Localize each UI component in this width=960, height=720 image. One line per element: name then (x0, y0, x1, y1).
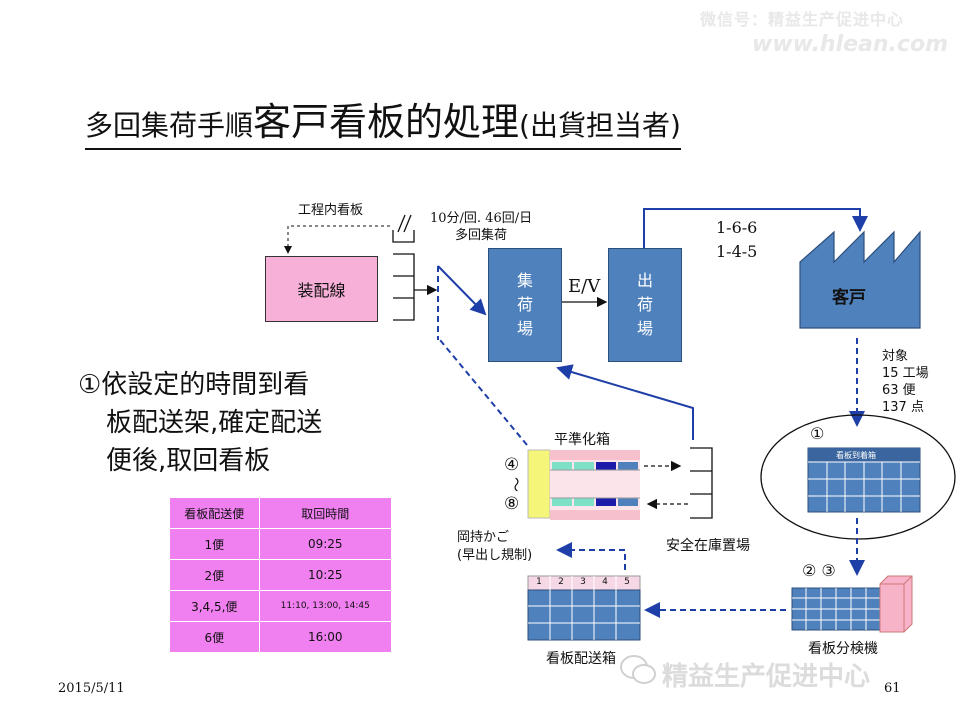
kanban-in-process-label: 工程内看板 (298, 203, 364, 218)
table-header-row: 看板配送便 取回時間 (169, 497, 393, 529)
rack-to-collection-arrow (437, 265, 487, 316)
watermark-wechat: 微信号：精益生产促进中心 (700, 10, 905, 29)
safety-stock-rack (690, 447, 713, 519)
watermark-url: www.hlean.com (752, 32, 948, 57)
table-row: 2便 10:25 (169, 559, 393, 591)
table-row: 1便 09:25 (169, 528, 393, 560)
shipping-char-3: 場 (636, 319, 653, 338)
step-marker-4: ④ (504, 455, 520, 475)
kanban-delivery-grid (527, 575, 641, 641)
procedure-note: ①依設定的時間到看 板配送架,確定配送 便後,取回看板 (78, 366, 378, 480)
step-marker-8: ⑧ (504, 494, 520, 514)
footer-date: 2015/5/11 (58, 681, 125, 696)
shipping-char-1: 出 (636, 271, 653, 290)
ev-label: E/V (568, 276, 601, 297)
shipping-area-box: 出 荷 場 (608, 248, 682, 362)
cell-delivery: 3,4,5,便 (169, 590, 260, 622)
delivery-slot-1: 1 (536, 577, 542, 587)
collection-char-3: 場 (516, 319, 533, 338)
kanban-delivery-box-label: 看板配送箱 (546, 651, 616, 667)
header-delivery: 看板配送便 (169, 497, 260, 529)
target-heading: 対象 (882, 349, 909, 364)
assembly-line-box: 装配線 (265, 256, 378, 322)
wechat-logo-icon (618, 652, 658, 686)
header-pickup-time: 取回時間 (258, 497, 393, 529)
page-title: 多回集荷手順客戸看板的処理(出貨担当者) (85, 100, 681, 150)
leveling-box-label: 平準化箱 (554, 432, 610, 448)
kanban-received-grid (807, 447, 921, 513)
stock-to-collection-arrow (556, 364, 694, 440)
collection-area-box: 集 荷 場 (488, 248, 562, 362)
shipping-char-2: 荷 (636, 295, 653, 314)
collection-char-1: 集 (516, 271, 533, 290)
customer-label: 客戸 (832, 288, 866, 308)
step-marker-1: ① (810, 424, 825, 443)
cell-time: 10:25 (258, 559, 393, 591)
kanban-received-box-label: 看板到着箱 (836, 451, 876, 460)
safety-stock-label: 安全在庫置場 (666, 538, 750, 554)
note-line-2: 板配送架,確定配送 (106, 408, 323, 438)
page-number: 61 (884, 681, 901, 696)
target-points: 137 点 (882, 400, 924, 415)
assembly-rack (393, 253, 415, 321)
route-code-2: 1-4-5 (716, 242, 758, 261)
kanban-sorter-label: 看板分検機 (808, 641, 878, 657)
delivery-slot-3: 3 (580, 577, 586, 587)
delivery-slot-4: 4 (602, 577, 608, 587)
target-deliveries: 63 便 (882, 383, 916, 398)
leveling-box (527, 449, 640, 520)
step-markers-2-3: ② ③ (802, 561, 836, 580)
delivery-slot-5: 5 (624, 577, 630, 587)
collection-char-2: 荷 (516, 295, 533, 314)
pickup-frequency-label: 10分/回. 46回/日 (430, 211, 533, 226)
table-row: 6便 16:00 (169, 621, 393, 653)
note-line-1: ①依設定的時間到看 (78, 370, 310, 400)
cell-delivery: 1便 (169, 528, 260, 560)
title-part2: 客戸看板的処理 (253, 100, 520, 144)
cell-time: 16:00 (258, 621, 393, 653)
delivery-schedule-table: 看板配送便 取回時間 1便 09:25 2便 10:25 3,4,5,便 11:… (169, 497, 393, 653)
multi-pickup-label: 多回集荷 (455, 228, 508, 243)
delivery-slot-2: 2 (558, 577, 564, 587)
title-part3: (出貨担当者) (519, 109, 681, 142)
kanban-return-arrow (284, 225, 390, 254)
note-line-3: 便後,取回看板 (106, 446, 271, 476)
okamochi-label: 岡持かご (457, 530, 510, 545)
early-dispatch-restriction: (早出し規制) (457, 548, 533, 563)
title-part1: 多回集荷手順 (85, 109, 254, 142)
cell-time: 11:10, 13:00, 14:45 (258, 590, 393, 622)
cell-delivery: 2便 (169, 559, 260, 591)
cell-delivery: 6便 (169, 621, 260, 653)
kanban-sorter-machine (791, 575, 913, 633)
watermark-logo-text: 精益生产促进中心 (662, 662, 871, 692)
delivery-slot-numbers: 1 2 3 4 5 (528, 577, 640, 587)
target-summary: 対象 15 工場 63 便 137 点 (882, 348, 929, 416)
cell-time: 09:25 (258, 528, 393, 560)
customer-factory-icon (799, 230, 921, 329)
kanban-post-icon (392, 214, 415, 243)
table-row: 3,4,5,便 11:10, 13:00, 14:45 (169, 590, 393, 622)
shipping-to-customer-arrow (643, 208, 868, 248)
range-tilde: 〜 (507, 476, 526, 493)
target-factories: 15 工場 (882, 366, 929, 381)
route-code-1: 1-6-6 (716, 218, 758, 237)
